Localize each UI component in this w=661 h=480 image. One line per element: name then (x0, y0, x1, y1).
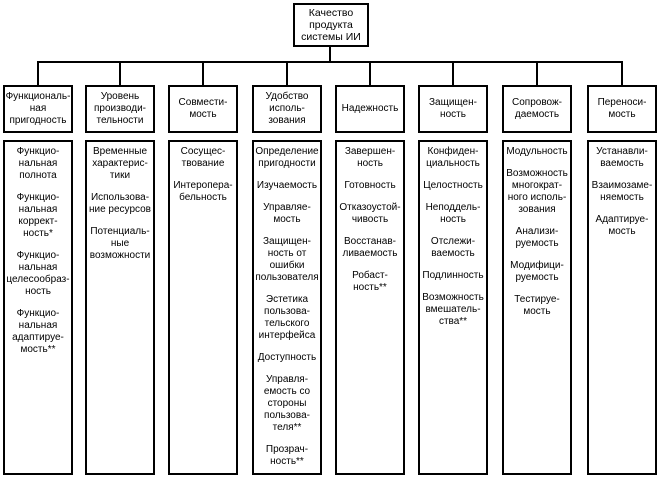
diagram-item: Возможность вмешатель- ства** (422, 292, 484, 327)
column-header-box: Переноси- мость (587, 85, 657, 133)
connector-line (202, 61, 204, 86)
diagram-item: Потенциаль- ные возможности (89, 226, 151, 261)
diagram-item: Управля- емость со стороны пользова- тел… (263, 374, 311, 433)
diagram-item: Модульность (506, 146, 568, 157)
connector-line (329, 46, 331, 63)
diagram-item: Неподдель- ность (425, 202, 481, 225)
connector-line (37, 61, 39, 86)
diagram-item: Отказоустой- чивость (339, 202, 401, 225)
column-header-label: Сопровож- даемость (512, 97, 562, 120)
diagram-item: Отслежи- ваемость (430, 236, 476, 259)
column-header-box: Функциональ- ная пригодность (3, 85, 73, 133)
connector-line (621, 61, 623, 86)
connector-line (369, 61, 371, 86)
diagram-item: Готовность (344, 180, 396, 191)
diagram-item: Адаптируе- мость (595, 214, 649, 237)
connector-line (119, 61, 121, 86)
column-header-label: Надежность (341, 103, 399, 114)
column-header-label: Совмести- мость (178, 97, 228, 120)
column-header-label: Уровень производи- тельности (93, 91, 146, 126)
column-header-box: Защищен- ность (418, 85, 488, 133)
column-header-label: Переноси- мость (597, 97, 647, 120)
column-header-box: Уровень производи- тельности (85, 85, 155, 133)
column-header-box: Сопровож- даемость (502, 85, 572, 133)
diagram-item: Прозрач- ность** (265, 444, 309, 467)
root-title: Качество продукта системы ИИ (301, 7, 361, 43)
diagram-item: Определение пригодности (255, 146, 319, 169)
diagram-item: Интеропера- бельность (173, 180, 233, 203)
column-header-box: Совмести- мость (168, 85, 238, 133)
diagram-item: Функцио- нальная адаптируе- мость** (12, 308, 64, 355)
column-header-label: Функциональ- ная пригодность (5, 91, 71, 126)
column-header-box: Надежность (335, 85, 405, 133)
diagram-item: Взаимозаме- няемость (591, 180, 653, 203)
diagram-item: Робаст- ность** (352, 270, 388, 293)
diagram-item: Модифици- руемость (510, 260, 564, 283)
diagram-item: Функцио- нальная коррект- ность* (16, 192, 60, 239)
connector-line (37, 61, 623, 63)
connector-line (536, 61, 538, 86)
diagram-item: Тестируе- мость (514, 294, 560, 317)
diagram-item: Устанавли- ваемость (596, 146, 648, 169)
diagram-item: Временные характерис- тики (92, 146, 148, 181)
column-header-box: Удобство исполь- зования (252, 85, 322, 133)
diagram-item: Завершен- ность (344, 146, 396, 169)
diagram-item: Изучаемость (256, 180, 318, 191)
connector-line (452, 61, 454, 86)
diagram-item: Доступность (257, 352, 317, 363)
diagram-item: Конфиден- циальность (426, 146, 480, 169)
diagram-item: Подлинность (422, 270, 484, 281)
diagram-item: Сосущес- твование (180, 146, 226, 169)
diagram-item: Управляе- мость (263, 202, 311, 225)
root-box: Качество продукта системы ИИ (293, 3, 369, 47)
diagram-item: Функцио- нальная целесообраз- ность (6, 250, 70, 297)
column-header-label: Защищен- ность (429, 97, 477, 120)
diagram-item: Целостность (423, 180, 483, 191)
column-header-label: Удобство исполь- зования (265, 91, 309, 126)
diagram-item: Использова- ние ресурсов (88, 192, 151, 215)
connector-line (286, 61, 288, 86)
diagram-item: Функцио- нальная полнота (16, 146, 60, 181)
diagram-item: Возможность многократ- ного исполь- зова… (506, 168, 568, 215)
diagram-item: Анализи- руемость (515, 226, 559, 249)
diagram-item: Защищен- ность от ошибки пользователя (255, 236, 319, 283)
diagram-item: Восстанав- ливаемость (342, 236, 398, 259)
diagram-item: Эстетика пользова- тельского интерфейса (258, 294, 316, 341)
